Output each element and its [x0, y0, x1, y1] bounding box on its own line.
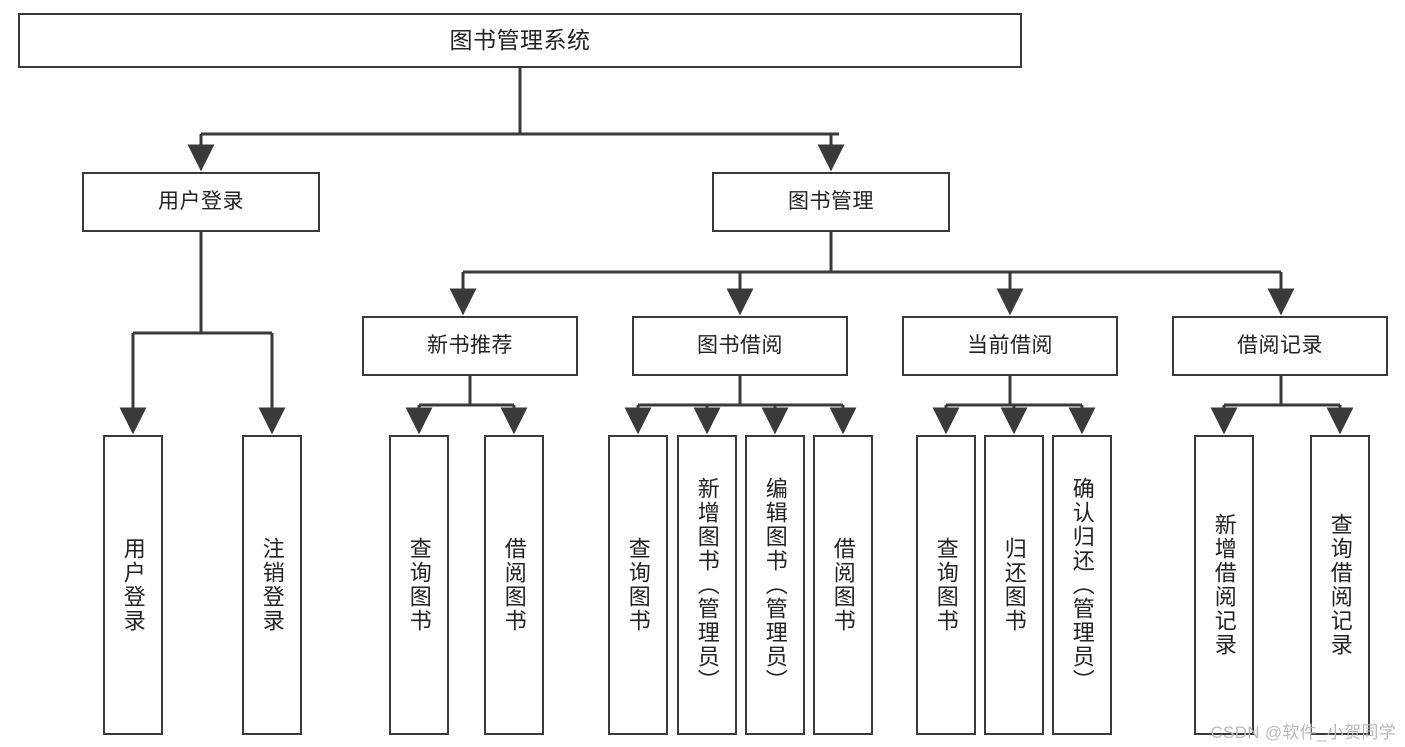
- leaf-return-book-label: 归还图书: [1001, 537, 1027, 633]
- node-user-login-label: 用户登录: [158, 189, 244, 213]
- leaf-user-login-label: 用户登录: [120, 537, 146, 633]
- node-root[interactable]: 图书管理系统: [18, 13, 1022, 68]
- node-new-book-recommend-label: 新书推荐: [427, 333, 513, 357]
- node-borrow-record[interactable]: 借阅记录: [1172, 316, 1388, 376]
- leaf-user-login[interactable]: 用户登录: [103, 435, 163, 735]
- leaf-query-book-2-label: 查询图书: [625, 537, 651, 633]
- leaf-add-record-label: 新增借阅记录: [1211, 513, 1237, 657]
- node-user-login[interactable]: 用户登录: [82, 172, 320, 232]
- leaf-query-record[interactable]: 查询借阅记录: [1310, 435, 1370, 735]
- leaf-borrow-book-1-label: 借阅图书: [501, 537, 527, 633]
- node-book-borrow-label: 图书借阅: [697, 333, 783, 357]
- node-book-borrow[interactable]: 图书借阅: [632, 316, 848, 376]
- node-book-manage[interactable]: 图书管理: [712, 172, 950, 232]
- leaf-query-book-3[interactable]: 查询图书: [916, 435, 976, 735]
- leaf-add-record[interactable]: 新增借阅记录: [1194, 435, 1254, 735]
- leaf-query-book-2[interactable]: 查询图书: [608, 435, 668, 735]
- leaf-borrow-book-1[interactable]: 借阅图书: [484, 435, 544, 735]
- leaf-edit-book[interactable]: 编辑图书（管理员）: [745, 435, 805, 735]
- node-current-borrow-label: 当前借阅: [967, 333, 1053, 357]
- node-new-book-recommend[interactable]: 新书推荐: [362, 316, 578, 376]
- node-root-label: 图书管理系统: [449, 26, 591, 53]
- leaf-query-book-3-label: 查询图书: [933, 537, 959, 633]
- leaf-add-book-label: 新增图书（管理员）: [694, 477, 720, 693]
- node-current-borrow[interactable]: 当前借阅: [902, 316, 1118, 376]
- node-book-manage-label: 图书管理: [788, 189, 874, 213]
- leaf-borrow-book-2-label: 借阅图书: [830, 537, 856, 633]
- leaf-add-book[interactable]: 新增图书（管理员）: [677, 435, 737, 735]
- csdn-watermark: CSDN @软件_小贺同学: [1210, 723, 1396, 742]
- leaf-confirm-return-label: 确认归还（管理员）: [1069, 477, 1095, 693]
- node-borrow-record-label: 借阅记录: [1237, 333, 1323, 357]
- leaf-query-book-1-label: 查询图书: [406, 537, 432, 633]
- leaf-logout-label: 注销登录: [259, 537, 285, 633]
- leaf-confirm-return[interactable]: 确认归还（管理员）: [1052, 435, 1112, 735]
- leaf-return-book[interactable]: 归还图书: [984, 435, 1044, 735]
- leaf-edit-book-label: 编辑图书（管理员）: [762, 477, 788, 693]
- leaf-query-record-label: 查询借阅记录: [1327, 513, 1353, 657]
- leaf-query-book-1[interactable]: 查询图书: [389, 435, 449, 735]
- leaf-logout[interactable]: 注销登录: [242, 435, 302, 735]
- leaf-borrow-book-2[interactable]: 借阅图书: [813, 435, 873, 735]
